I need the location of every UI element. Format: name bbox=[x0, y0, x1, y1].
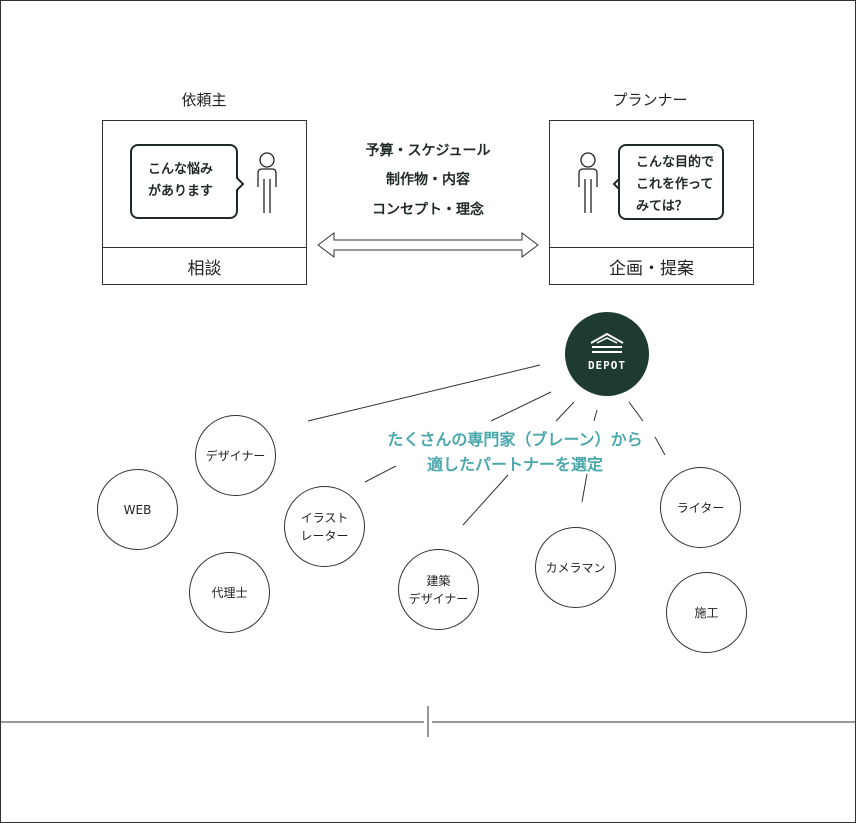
caption-line: たくさんの専門家（ブレーン）から bbox=[387, 430, 643, 449]
double-arrow-icon bbox=[317, 232, 539, 258]
planner-role-title: プランナー bbox=[612, 91, 688, 109]
connector-caption-far bbox=[628, 401, 644, 422]
specialist-web: WEB bbox=[97, 469, 178, 550]
specialist-label: カメラマン bbox=[545, 560, 606, 575]
person-icon bbox=[578, 152, 598, 213]
connector-caption-left bbox=[490, 391, 552, 422]
specialist-agent: 代理士 bbox=[189, 552, 270, 633]
connector-writer bbox=[654, 436, 666, 456]
client-speech-bubble: こんな悩み があります bbox=[130, 144, 238, 219]
specialist-label: 施工 bbox=[694, 605, 719, 620]
connector-caption-right bbox=[593, 409, 598, 422]
bubble-tail-icon bbox=[236, 177, 245, 191]
specialist-label: WEB bbox=[123, 502, 152, 517]
exchange-item: 予算・スケジュール bbox=[365, 143, 491, 159]
specialist-construction: 施工 bbox=[666, 572, 747, 653]
client-card-footer: 相談 bbox=[103, 247, 306, 284]
planner-bubble-line: こんな目的で bbox=[636, 155, 715, 170]
specialist-label: 代理士 bbox=[211, 585, 248, 600]
specialist-label: 建築 デザイナー bbox=[408, 573, 469, 606]
specialist-label: ライター bbox=[676, 500, 725, 515]
specialist-architect: 建築 デザイナー bbox=[398, 549, 479, 630]
specialist-label: デザイナー bbox=[205, 448, 266, 463]
connector-designer bbox=[307, 364, 541, 422]
client-bubble-line: こんな悩み bbox=[148, 162, 214, 177]
exchange-item: コンセプト・理念 bbox=[372, 202, 484, 218]
caption-line: 適したパートナーを選定 bbox=[426, 455, 603, 474]
exchange-item: 制作物・内容 bbox=[386, 172, 470, 188]
connector-caption-mid bbox=[555, 401, 575, 422]
hub-connectors bbox=[307, 364, 666, 526]
connector-architect bbox=[462, 474, 509, 526]
planner-card-footer: 企画・提案 bbox=[550, 247, 753, 284]
specialist-label: イラスト レーター bbox=[300, 510, 349, 543]
client-role-title: 依頼主 bbox=[181, 91, 227, 109]
depot-logo-text: DEPOT bbox=[587, 359, 627, 372]
house-logo-icon bbox=[590, 332, 624, 353]
specialist-illustrator: イラスト レーター bbox=[284, 486, 365, 567]
connector-illustrator bbox=[364, 465, 397, 483]
planner-bubble-line: みては？ bbox=[636, 199, 688, 214]
specialist-designer: デザイナー bbox=[195, 415, 276, 496]
client-card: こんな悩み があります 相談 bbox=[102, 120, 307, 285]
specialist-writer: ライター bbox=[660, 467, 741, 548]
connector-cameraman bbox=[581, 473, 588, 503]
planner-card: こんな目的で これを作って みては？ 企画・提案 bbox=[549, 120, 754, 285]
specialist-cameraman: カメラマン bbox=[535, 527, 616, 608]
depot-hub: DEPOT bbox=[565, 312, 649, 396]
planner-speech-bubble: こんな目的で これを作って みては？ bbox=[618, 144, 724, 220]
client-bubble-line: があります bbox=[148, 184, 214, 199]
planner-bubble-line: これを作って bbox=[636, 177, 714, 192]
bottom-divider bbox=[1, 706, 855, 737]
person-icon bbox=[257, 152, 277, 213]
